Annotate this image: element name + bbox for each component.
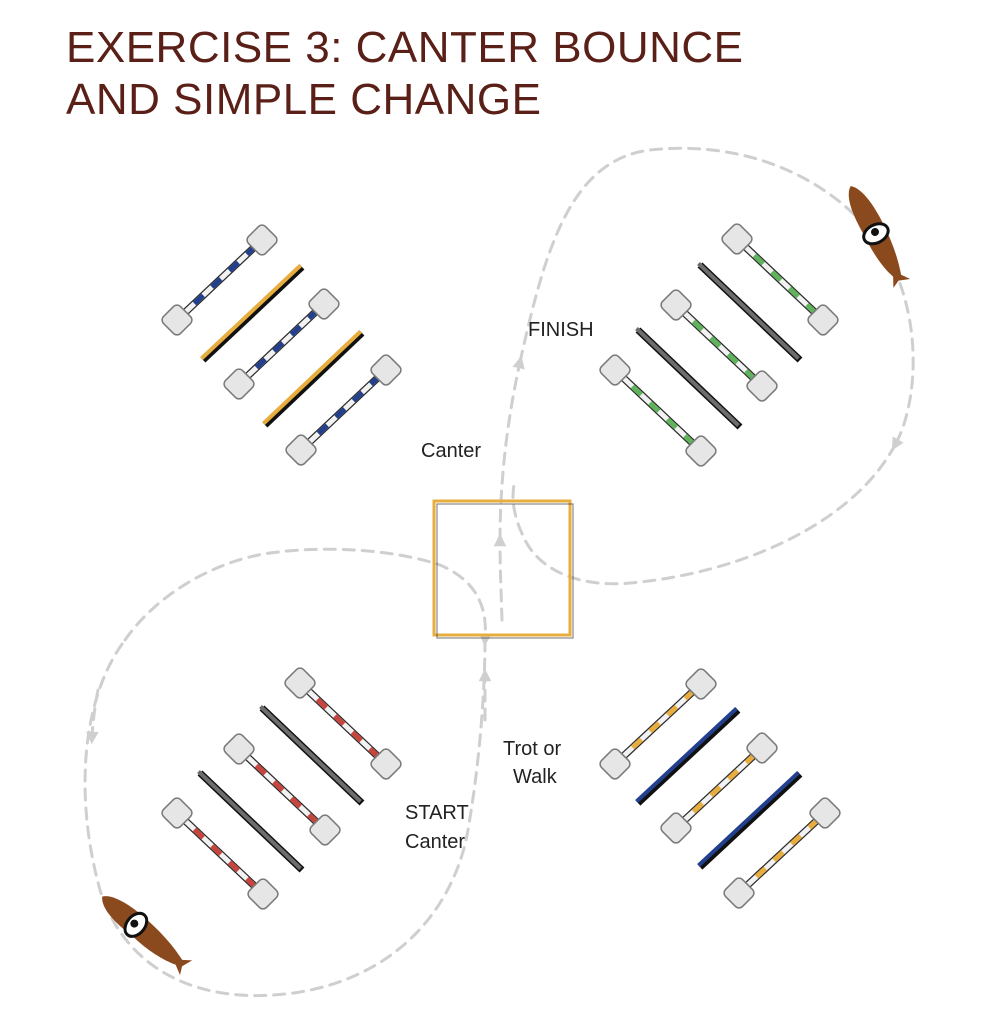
rail-1 xyxy=(259,705,365,806)
rail-1 xyxy=(635,707,741,806)
pole-stripes xyxy=(237,747,327,832)
rail-fill xyxy=(635,707,738,803)
page-title: EXERCISE 3: CANTER BOUNCE AND SIMPLE CHA… xyxy=(66,22,744,126)
pole-stand xyxy=(370,748,402,780)
rail-fill xyxy=(259,705,362,803)
rider-hat xyxy=(862,222,890,246)
pole-stand xyxy=(809,797,841,829)
label-canter-top: Canter xyxy=(421,440,481,462)
horse-top-right xyxy=(848,186,911,288)
pole-stand xyxy=(370,354,402,386)
striped-pole-3 xyxy=(723,797,841,909)
pole-stripes xyxy=(613,368,703,453)
center-square xyxy=(432,499,572,637)
pole-stand xyxy=(161,304,193,336)
pole-stand xyxy=(599,354,631,386)
pole-stripes xyxy=(674,746,764,830)
pole-stripes xyxy=(299,368,388,452)
pole-group-bottom-right xyxy=(599,668,841,909)
pole-stand xyxy=(660,812,692,844)
rider-head xyxy=(871,228,879,236)
pole-stand xyxy=(308,288,340,320)
pole-group-bottom-left xyxy=(161,667,402,910)
pole-stand xyxy=(807,304,839,336)
rail-fill xyxy=(200,264,302,360)
rail-2 xyxy=(697,771,803,870)
path-outer-bottom-loop xyxy=(83,638,487,997)
pole-stripes xyxy=(237,302,326,386)
rail-fill xyxy=(697,262,800,360)
pole-stripes xyxy=(175,238,264,322)
pole-stripes xyxy=(674,303,764,388)
rail-1 xyxy=(200,264,305,363)
rail-1 xyxy=(697,262,803,363)
rail-fill xyxy=(635,327,740,427)
horse-bottom-left xyxy=(102,896,193,975)
label-canter-bottom: Canter xyxy=(405,831,465,853)
pole-stripes xyxy=(613,682,703,766)
label-walk: Walk xyxy=(513,766,558,788)
pole-stand xyxy=(285,434,317,466)
pole-stand xyxy=(660,289,692,321)
pole-stand xyxy=(223,733,255,765)
striped-pole-2 xyxy=(223,288,340,400)
center-square-shadow xyxy=(436,503,574,639)
pole-group-top-left xyxy=(161,224,402,466)
rail-fill xyxy=(262,330,362,425)
pole-groups xyxy=(161,223,841,910)
rail-2 xyxy=(635,327,743,430)
pole-stand xyxy=(247,878,279,910)
pole-stand xyxy=(685,435,717,467)
rail-outline xyxy=(697,771,803,870)
striped-pole-3 xyxy=(285,354,402,466)
pole-stand xyxy=(685,668,717,700)
pole-stand xyxy=(599,748,631,780)
striped-pole-3 xyxy=(599,354,717,467)
path-center-up xyxy=(493,533,507,622)
horse-body xyxy=(102,896,193,975)
striped-pole-2 xyxy=(660,289,778,402)
label-finish: FINISH xyxy=(528,319,594,341)
title-line-2: AND SIMPLE CHANGE xyxy=(66,75,542,124)
rail-outline xyxy=(262,330,365,428)
striped-pole-3 xyxy=(161,797,279,910)
striped-pole-1 xyxy=(161,224,278,336)
label-trot-or: Trot or xyxy=(503,738,561,760)
pole-stand xyxy=(246,224,278,256)
pole-stripes xyxy=(737,811,827,895)
striped-pole-2 xyxy=(223,733,341,846)
path-center-to-finish xyxy=(498,355,525,542)
rail-outline xyxy=(200,264,305,363)
striped-pole-1 xyxy=(721,223,839,336)
pole-stand xyxy=(161,797,193,829)
riding-path xyxy=(83,146,915,997)
pole-stripes xyxy=(735,237,825,322)
pole-stand xyxy=(746,370,778,402)
rail-fill xyxy=(197,770,302,870)
path-outer-bottom-arrowed xyxy=(123,547,492,647)
path-outer-top-loop xyxy=(518,146,915,451)
title-line-1: EXERCISE 3: CANTER BOUNCE xyxy=(66,23,744,72)
pole-stand xyxy=(309,814,341,846)
striped-pole-1 xyxy=(599,668,717,780)
striped-pole-2 xyxy=(660,732,778,844)
pole-stripes xyxy=(298,681,388,766)
rail-2 xyxy=(197,770,305,873)
pole-stand xyxy=(723,877,755,909)
pole-stand xyxy=(746,732,778,764)
label-start: START xyxy=(405,802,469,824)
rider-head xyxy=(130,919,139,928)
pole-stand xyxy=(284,667,316,699)
path-return xyxy=(511,443,897,586)
rail-fill xyxy=(697,771,800,867)
path-arrow-left xyxy=(86,688,100,745)
pole-stripes xyxy=(175,811,265,896)
rail-2 xyxy=(262,330,365,428)
pole-stand xyxy=(223,368,255,400)
rail-outline xyxy=(635,707,741,806)
striped-pole-1 xyxy=(284,667,402,780)
pole-stand xyxy=(721,223,753,255)
pole-group-top-right xyxy=(599,223,839,467)
